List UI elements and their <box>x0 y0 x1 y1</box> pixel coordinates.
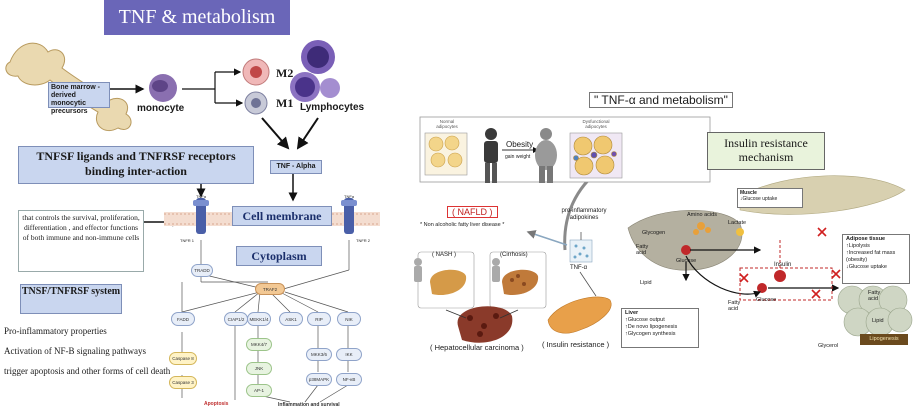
adipose-line: ↑Lipolysis <box>846 243 870 249</box>
tnfr2-receptor <box>341 198 357 234</box>
normal-adipocyte-cells <box>428 135 463 168</box>
pathway-node: NIK <box>337 312 361 326</box>
pathway-node: ASK1 <box>279 312 303 326</box>
fatty-acid2-label: Fatty acid <box>728 300 741 312</box>
bullet-item: Activation of NF-B signaling pathways <box>4 346 146 356</box>
cirrhosis-liver-icon <box>502 269 539 296</box>
nash-liver-icon <box>430 269 467 296</box>
muscle-text: ↓Glucose uptake <box>740 196 778 202</box>
pancreas-icon <box>547 296 612 334</box>
m2-label: M2 <box>276 66 294 80</box>
pathway-node: p38MAPK <box>306 373 332 386</box>
insulin-label: Insulin <box>774 262 792 268</box>
system-box: TNSF/TNFRSF system <box>20 284 122 314</box>
liver-line: ↑Glycogen synthesis <box>625 331 676 337</box>
pathway-node: AP-1 <box>246 384 272 397</box>
liver-line: ↑De novo lipogenesis <box>625 324 678 330</box>
dysfunctional-adipocytes-label: Dysfunctional adipocytes <box>582 119 610 129</box>
liver-box: Liver ↑Glucose output ↑De novo lipogenes… <box>621 308 699 348</box>
tnfr1-receptor <box>193 198 209 234</box>
obesity-label: Obesity <box>506 140 534 149</box>
obese-person-icon <box>535 128 557 183</box>
glucose-label: Glucose <box>676 258 697 264</box>
lipogenesis-badge: Lipogenesis <box>860 334 908 345</box>
pathway-node: Caspase 8 <box>169 352 197 365</box>
glycogen-label: Glycogen <box>642 230 666 236</box>
pro-inflammatory-label: pro-inflammatory adipokines <box>561 208 607 221</box>
pathway-node: FADD <box>171 312 195 326</box>
glycerol-label: Glycerol <box>818 343 839 349</box>
person-small-icons <box>414 258 500 282</box>
nash-label: ( NASH ) <box>432 252 456 258</box>
adipose-cells-icon <box>837 285 913 337</box>
lipid2-label: Lipid <box>872 318 884 324</box>
pathway-node: MEKK1/4 <box>247 312 271 326</box>
x-marks <box>739 227 841 299</box>
adipose-tissue-box: Adipose tissue ↑Lipolysis ↑Increased fat… <box>842 234 910 284</box>
thin-person-icon <box>484 128 498 183</box>
hcc-label: ( Hepatocellular carcinoma ) <box>430 343 524 352</box>
fatty-acid3-label: Fatty acid <box>868 290 881 302</box>
tnf-alpha-box: TNF - Alpha <box>270 160 322 174</box>
lactate-icon <box>736 228 744 236</box>
pathway-node: MKK3/6 <box>306 348 332 361</box>
normal-adipocytes-label: Normal adipocytes <box>436 119 458 129</box>
ligands-receptors-box: TNFSF ligands and TNFRSF receptors bindi… <box>18 146 254 184</box>
inflammation-label: Inflammation and survival <box>278 402 340 408</box>
tnf-a-label: TNF-α <box>570 265 588 271</box>
pathway-node: TRADD <box>191 264 213 277</box>
pathway-node: JNK <box>246 362 272 375</box>
controls-text-box: that controls the survival, proliferatio… <box>18 210 144 272</box>
pathway-node: MKK4/7 <box>246 338 272 351</box>
pathway-node: RIP <box>307 312 331 326</box>
pathway-node: Caspase 3 <box>169 376 197 389</box>
dysfunctional-adipocyte-cells <box>573 135 617 176</box>
nafld-definition: * Non alcoholic fatty liver disease * <box>420 222 505 228</box>
tnfr2-label: TNFR 2 <box>356 238 370 243</box>
glucose2-label: Glucose <box>756 297 777 303</box>
pathway-node: IKK <box>336 348 362 361</box>
amino-acids-label: Amino acids <box>687 212 717 218</box>
pathway-node: NF-κB <box>336 373 362 386</box>
bullet-item: Pro-inflammatory properties <box>4 326 107 336</box>
liver-title: Liver <box>625 310 639 316</box>
adipose-line: ↑Increased fat mass (obesity) <box>846 250 896 263</box>
tnfa-small-label: TNFα <box>344 194 355 199</box>
tnfr1-label: TNFR 1 <box>180 238 194 243</box>
pathway-node: CIAP1/2 <box>224 312 248 326</box>
bullet-item: trigger apoptosis and other forms of cel… <box>4 366 171 376</box>
pathway-node: TRAF2 <box>255 283 285 295</box>
cytoplasm-box: Cytoplasm <box>236 246 322 266</box>
adipose-line: ↓Glucose uptake <box>846 264 887 270</box>
m1-label: M1 <box>276 96 294 110</box>
lymphocytes-label: Lymphocytes <box>300 102 365 113</box>
hepatocellular-carcinoma-liver-icon <box>457 306 513 343</box>
liver-line: ↑Glucose output <box>625 317 665 323</box>
muscle-box: Muscle ↓Glucose uptake <box>737 188 803 208</box>
precursor-label: Bone marrow -derived monocytic precursor… <box>48 82 110 115</box>
insulin-resistance-mechanism-box: Insulin resistance mechanism <box>707 132 825 170</box>
muscle-title: Muscle <box>740 190 757 196</box>
cell-membrane-box: Cell membrane <box>232 206 332 226</box>
fatty-acid-label: Fatty acid <box>636 244 649 256</box>
monocyte-label: monocyte <box>137 103 185 114</box>
apoptosis-label: Apoptosis <box>204 401 229 407</box>
nafld-box: ( NAFLD ) <box>447 206 498 218</box>
left-title: TNF & metabolism <box>104 0 290 35</box>
cirrhosis-label: (Cirrhosis) <box>500 252 528 258</box>
lactate-label: Lactate <box>728 220 747 226</box>
gain-weight-label: gain weight <box>505 154 531 160</box>
lipid-label: Lipid <box>640 280 652 286</box>
amino-acid-dots <box>693 222 711 235</box>
tnfa-small-label: TNFα <box>196 194 207 199</box>
insulin-resistance-label: ( Insulin resistance ) <box>542 340 610 349</box>
adipose-title: Adipose tissue <box>846 236 886 242</box>
right-title: " TNF-α and metabolism" <box>589 92 733 108</box>
glucose-dot <box>681 245 786 293</box>
